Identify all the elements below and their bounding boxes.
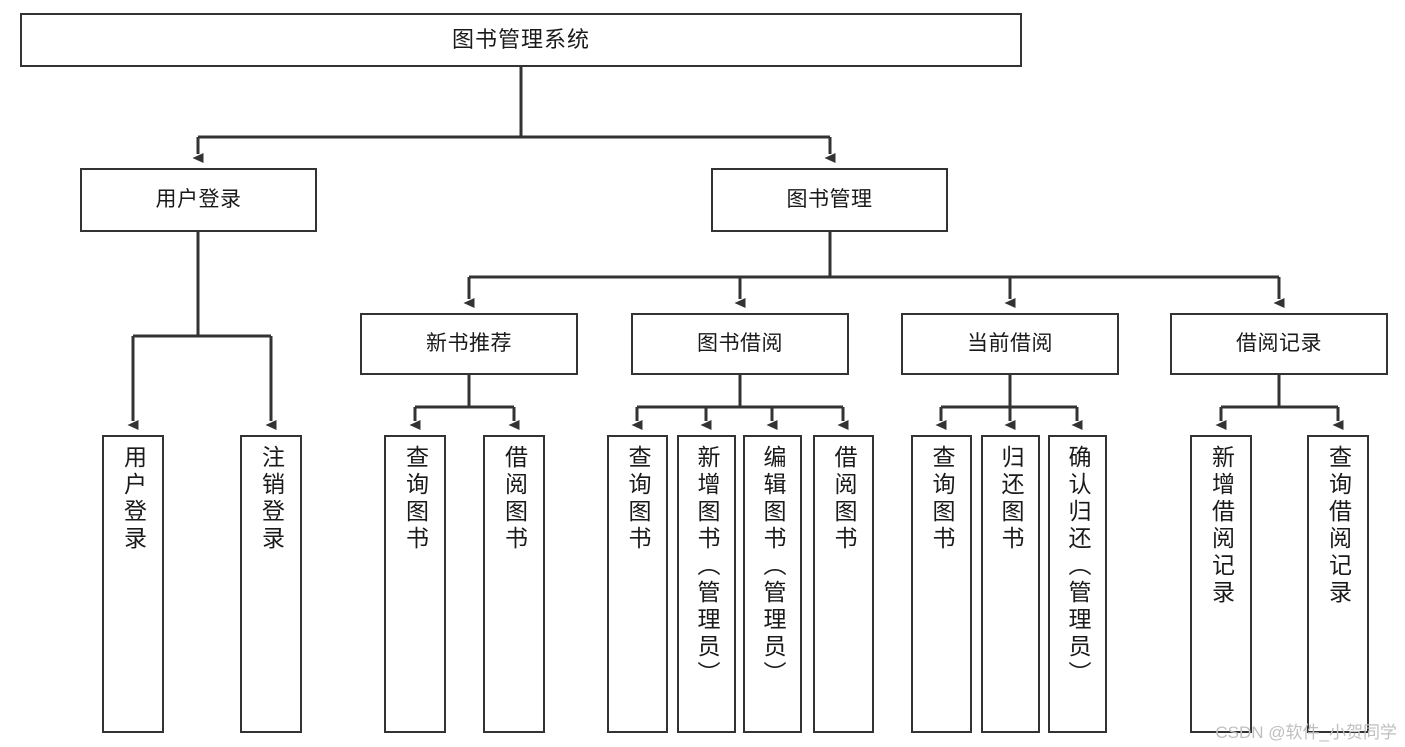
node-new-book-recommendation[interactable]: 新书推荐 (360, 313, 578, 375)
node-leaf-bookborrow-edit-book-admin[interactable]: 编辑图书（管理员） (743, 435, 802, 733)
node-label: 用户登录 (155, 187, 242, 211)
node-leaf-currentborrow-query-books[interactable]: 查询图书 (911, 435, 972, 733)
node-leaf-currentborrow-confirm-return-admin[interactable]: 确认归还（管理员） (1048, 435, 1107, 733)
node-label: 用户登录 (120, 445, 147, 553)
node-label: 查询借阅记录 (1325, 445, 1352, 607)
node-label: 借阅记录 (1236, 331, 1322, 355)
csdn-watermark: CSDN @软件_小贺同学 (1215, 723, 1397, 742)
node-label: 新书推荐 (426, 331, 512, 355)
node-leaf-bookborrow-query-books[interactable]: 查询图书 (607, 435, 668, 733)
node-leaf-newbook-borrow-books[interactable]: 借阅图书 (483, 435, 545, 733)
node-root-book-management-system[interactable]: 图书管理系统 (20, 13, 1022, 67)
node-current-borrowing[interactable]: 当前借阅 (901, 313, 1119, 375)
node-label: 当前借阅 (967, 331, 1053, 355)
node-label: 编辑图书（管理员） (760, 445, 786, 688)
node-leaf-bookborrow-borrow-books[interactable]: 借阅图书 (813, 435, 874, 733)
node-label: 图书管理 (786, 187, 873, 211)
node-label: 图书借阅 (697, 331, 783, 355)
node-book-management[interactable]: 图书管理 (711, 168, 948, 232)
node-label: 借阅图书 (831, 445, 857, 553)
node-label: 图书管理系统 (451, 27, 590, 53)
node-leaf-bookborrow-add-book-admin[interactable]: 新增图书（管理员） (677, 435, 736, 733)
node-label: 查询图书 (402, 445, 429, 553)
node-leaf-borrowrecord-query-record[interactable]: 查询借阅记录 (1307, 435, 1369, 733)
node-leaf-currentborrow-return-books[interactable]: 归还图书 (981, 435, 1040, 733)
node-label: 查询图书 (929, 445, 955, 553)
node-label: 新增图书（管理员） (694, 445, 720, 688)
node-label: 归还图书 (998, 445, 1024, 553)
node-label: 借阅图书 (501, 445, 528, 553)
node-leaf-user-login-signin[interactable]: 用户登录 (102, 435, 164, 733)
node-label: 确认归还（管理员） (1065, 445, 1091, 688)
node-leaf-borrowrecord-add-record[interactable]: 新增借阅记录 (1190, 435, 1252, 733)
node-label: 注销登录 (258, 445, 285, 553)
node-label: 新增借阅记录 (1208, 445, 1235, 607)
node-leaf-newbook-query-books[interactable]: 查询图书 (384, 435, 446, 733)
node-leaf-user-login-signout[interactable]: 注销登录 (240, 435, 302, 733)
node-borrowing-record[interactable]: 借阅记录 (1170, 313, 1388, 375)
node-label: 查询图书 (625, 445, 651, 553)
node-book-borrowing[interactable]: 图书借阅 (631, 313, 849, 375)
node-user-login[interactable]: 用户登录 (80, 168, 317, 232)
